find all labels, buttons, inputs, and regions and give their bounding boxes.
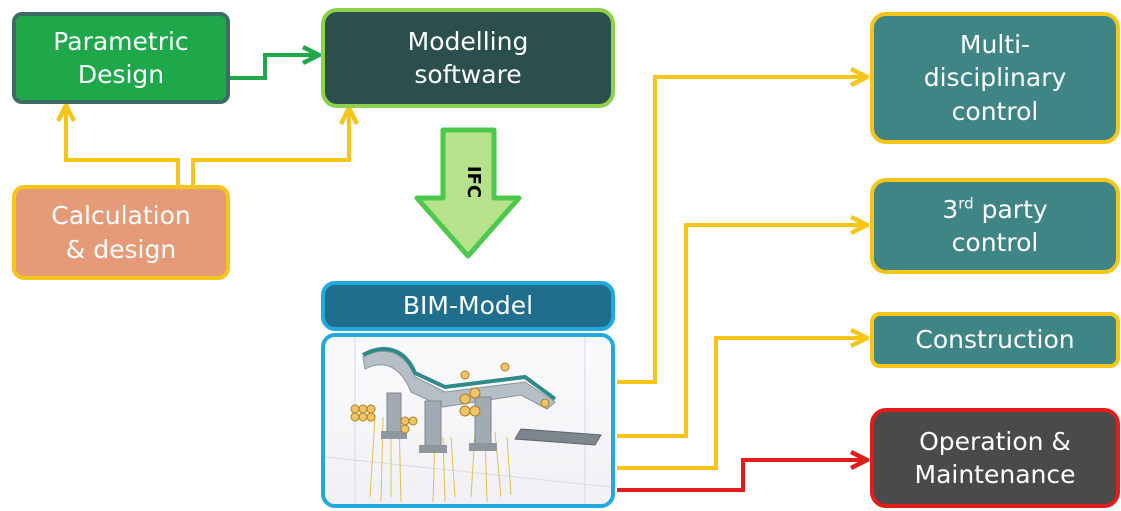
node-label-line: 3rd party <box>942 193 1047 226</box>
node-modelling-software: Modelling software <box>321 8 615 108</box>
node-label-line: Parametric <box>53 26 189 56</box>
node-label: Construction <box>915 325 1075 355</box>
node-third-party-control: 3rd party control <box>870 178 1120 274</box>
arrow-bim-to-operation <box>617 460 865 492</box>
arrow-calculation-to-parametric <box>66 107 180 185</box>
arrow-calculation-to-modelling <box>191 110 349 185</box>
node-label-line: Design <box>77 60 165 89</box>
node-label-superscript: rd <box>958 194 974 213</box>
node-multidisciplinary-control: Multi- disciplinary control <box>870 12 1120 144</box>
node-label-line: Modelling <box>407 26 529 56</box>
node-label-line: control <box>951 96 1039 126</box>
node-label-line: disciplinary <box>923 63 1067 93</box>
node-label-line: Multi- <box>959 30 1031 60</box>
node-bim-model: BIM-Model <box>321 281 615 331</box>
node-label-line: Operation & <box>919 426 1071 456</box>
node-parametric-design: Parametric Design <box>12 12 230 104</box>
node-operation-maintenance: Operation & Maintenance <box>870 408 1120 508</box>
node-label-line: Maintenance <box>914 460 1076 489</box>
node-label-line: software <box>414 60 522 89</box>
node-label-line: control <box>951 228 1039 257</box>
node-calculation-design: Calculation & design <box>12 185 230 280</box>
node-construction: Construction <box>870 312 1120 368</box>
node-label: BIM-Model <box>402 291 534 321</box>
ifc-label: IFC <box>463 165 485 199</box>
arrow-bim-to-multidisciplinary <box>617 77 865 384</box>
bim-model-image <box>321 333 615 508</box>
node-label-line: Calculation <box>51 201 191 231</box>
arrow-parametric-to-modelling <box>230 55 317 80</box>
ifc-arrow <box>414 127 522 259</box>
node-label-line: & design <box>65 234 177 264</box>
bridge-model-illustration <box>325 337 611 504</box>
node-label-rest: party <box>973 194 1048 224</box>
arrow-bim-to-construction <box>617 338 865 470</box>
arrow-bim-to-third-party <box>617 225 865 438</box>
node-label-number: 3 <box>942 194 959 224</box>
